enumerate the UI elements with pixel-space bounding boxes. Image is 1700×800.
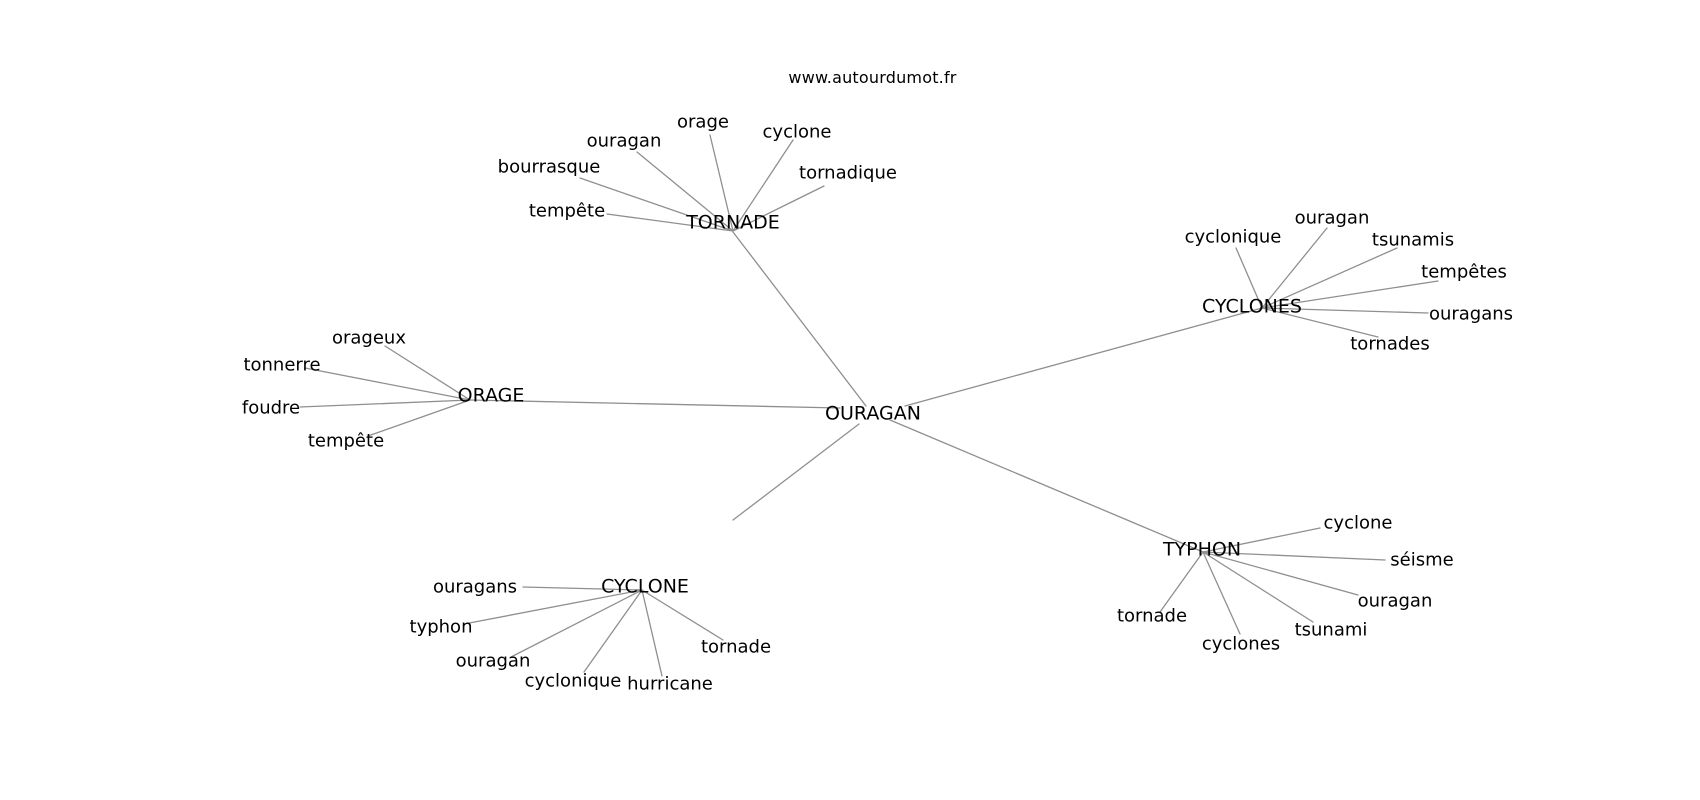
edge-orage-leaf-0 <box>384 345 471 401</box>
leaf-label-cyclone-4[interactable]: hurricane <box>627 673 713 694</box>
edge-cyclone-leaf-3 <box>583 589 643 673</box>
leaf-label-orage-1[interactable]: tonnerre <box>243 354 320 375</box>
hub-label-cyclone[interactable]: CYCLONE <box>601 576 689 598</box>
edge-cyclones-leaf-2 <box>1261 247 1398 309</box>
edge-orage-leaf-1 <box>304 367 471 401</box>
hub-label-tornade[interactable]: TORNADE <box>685 212 780 234</box>
edge-root-typhon <box>889 419 1204 553</box>
leaf-label-cyclones-4[interactable]: ouragans <box>1429 303 1513 324</box>
edge-root-cyclones <box>904 307 1263 407</box>
edge-tornade-leaf-2 <box>636 151 734 232</box>
hub-label-cyclones[interactable]: CYCLONES <box>1202 296 1302 318</box>
leaf-label-tornade-2[interactable]: ouragan <box>587 130 662 151</box>
edge-tornade-leaf-3 <box>579 177 734 232</box>
edge-cyclones-leaf-5 <box>1261 307 1379 338</box>
leaf-label-tornade-1[interactable]: cyclone <box>763 121 832 142</box>
edge-cyclone-leaf-1 <box>463 589 643 625</box>
edge-orage-leaf-3 <box>367 399 471 437</box>
leaf-label-cyclones-5[interactable]: tornades <box>1350 333 1429 354</box>
edge-cyclone-leaf-2 <box>510 589 643 658</box>
leaf-label-tornade-5[interactable]: tornadique <box>799 162 897 183</box>
root-label-ouragan[interactable]: OURAGAN <box>825 403 921 425</box>
leaf-label-cyclone-2[interactable]: ouragan <box>456 650 531 671</box>
edge-typhon-leaf-1 <box>1202 551 1386 561</box>
leaf-label-cyclone-5[interactable]: tornade <box>701 636 771 657</box>
leaf-label-orage-3[interactable]: tempête <box>308 430 384 451</box>
edge-typhon-leaf-0 <box>1202 527 1321 553</box>
edge-typhon-leaf-2 <box>1202 551 1359 596</box>
watermark-url: www.autourdumot.fr <box>788 68 957 87</box>
edge-cyclone-leaf-4 <box>641 589 663 677</box>
leaf-label-cyclone-0[interactable]: ouragans <box>433 576 517 597</box>
leaf-label-typhon-1[interactable]: séisme <box>1390 549 1453 570</box>
edge-root-cyclone <box>732 423 860 521</box>
hub-label-typhon[interactable]: TYPHON <box>1162 539 1241 561</box>
leaf-label-tornade-0[interactable]: orage <box>677 111 729 132</box>
edge-tornade-leaf-5 <box>732 185 825 232</box>
edge-orage-leaf-2 <box>299 399 471 408</box>
leaf-label-orage-2[interactable]: foudre <box>242 397 300 418</box>
edge-typhon-leaf-5 <box>1159 551 1204 613</box>
edge-root-tornade <box>732 231 867 407</box>
edge-typhon-leaf-3 <box>1202 551 1314 623</box>
leaf-label-cyclone-1[interactable]: typhon <box>410 616 473 637</box>
edge-cyclones-leaf-1 <box>1261 227 1328 309</box>
leaf-label-cyclones-3[interactable]: tempêtes <box>1421 261 1507 282</box>
edge-typhon-leaf-4 <box>1202 551 1241 635</box>
leaf-label-typhon-0[interactable]: cyclone <box>1324 512 1393 533</box>
edge-cyclone-leaf-0 <box>522 586 643 591</box>
leaf-label-cyclones-1[interactable]: ouragan <box>1295 207 1370 228</box>
edge-tornade-leaf-1 <box>732 139 794 232</box>
leaf-label-typhon-2[interactable]: ouragan <box>1358 590 1433 611</box>
leaf-label-typhon-5[interactable]: tornade <box>1117 605 1187 626</box>
edge-cyclone-leaf-5 <box>641 589 724 641</box>
edge-root-orage <box>469 399 841 409</box>
edge-tornade-leaf-4 <box>606 213 734 232</box>
leaf-label-tornade-3[interactable]: bourrasque <box>498 156 601 177</box>
hub-label-orage[interactable]: ORAGE <box>458 385 525 407</box>
edge-cyclones-leaf-0 <box>1235 247 1263 309</box>
leaf-label-tornade-4[interactable]: tempête <box>529 200 605 221</box>
edge-cyclones-leaf-4 <box>1261 307 1429 314</box>
leaf-label-typhon-4[interactable]: cyclones <box>1202 633 1280 654</box>
leaf-label-cyclone-3[interactable]: cyclonique <box>525 670 622 691</box>
leaf-label-typhon-3[interactable]: tsunami <box>1295 619 1368 640</box>
edge-cyclones-leaf-3 <box>1261 280 1439 309</box>
edge-tornade-leaf-0 <box>709 134 734 232</box>
leaf-label-cyclones-2[interactable]: tsunamis <box>1372 229 1454 250</box>
leaf-label-orage-0[interactable]: orageux <box>332 327 406 348</box>
leaf-label-cyclones-0[interactable]: cyclonique <box>1185 226 1282 247</box>
